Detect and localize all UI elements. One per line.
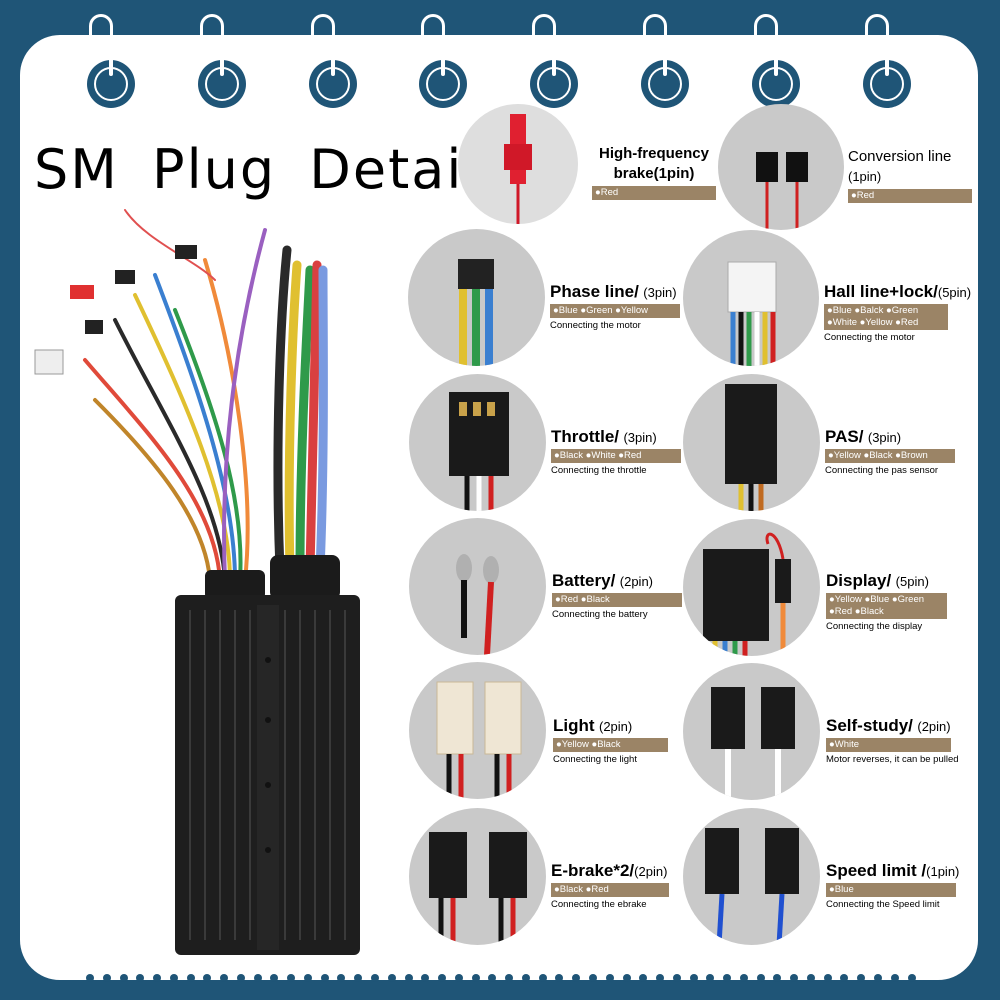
bottom-dots [86,974,916,982]
ring-knob [863,52,911,108]
plug-colors: ●Blue ●Balck ●Green ●White ●Yellow ●Red [824,304,948,330]
plug-name: PAS/ [825,427,864,446]
plug-pin: (3pin) [643,285,677,300]
plug-label-pas: PAS/ (3pin) ●Yellow ●Black ●Brown Connec… [825,427,955,476]
plug-image-conversion [718,104,844,230]
plug-pin: (1pin) [848,169,882,184]
plug-image-throttle [409,374,546,511]
plug-desc: Connecting the motor [550,320,641,331]
plug-colors: ●Red [848,189,972,203]
plug-desc: Connecting the display [826,621,923,632]
plug-pin: (5pin) [937,285,972,300]
ring-hook [532,14,556,39]
plug-label-ebrake: E-brake*2/(2pin) ●Black ●Red Connecting … [551,861,669,910]
plug-colors: ●Red [592,186,716,200]
plug-label-throttle: Throttle/ (3pin) ●Black ●White ●Red Conn… [551,427,681,476]
plug-desc: Connecting the light [553,754,637,765]
plug-desc: Connecting the Speed limit [826,899,940,910]
plug-pin: (5pin) [895,574,929,589]
ring-knob [530,52,578,108]
plug-colors: ●White [826,738,951,752]
ring-hook [200,14,224,39]
plug-desc: Motor reverses, it can be pulled [826,754,959,765]
plug-name: Hall line+lock/ [824,282,938,301]
plug-name: Battery/ [552,571,616,590]
plug-image-ebrake [409,808,546,945]
ring-knob [419,52,467,108]
plug-desc: Connecting the pas sensor [825,465,939,476]
plug-pin: (2pin) [917,719,951,734]
plug-colors: ●Yellow ●Black ●Brown [825,449,955,463]
plug-pin: (3pin) [623,430,657,445]
plug-image-light [409,662,546,799]
plug-name: Speed limit / [826,861,927,880]
plug-name: Self-study/ [826,716,913,735]
ring-knob [87,52,135,108]
plug-desc: Connecting the motor [824,332,915,343]
plug-label-display: Display/ (5pin) ●Yellow ●Blue ●Green ●Re… [826,571,956,632]
plug-image-phase [408,229,545,366]
plug-label-speed: Speed limit /(1pin) ●Blue Connecting the… [826,861,960,910]
ring-knob [198,52,246,108]
controller-image [34,209,360,955]
plug-label-light: Light (2pin) ●Yellow ●Black Connecting t… [553,716,668,765]
plug-colors: ●Black ●Red [551,883,669,897]
ring-hook [89,14,113,39]
plug-label-battery: Battery/ (2pin) ●Red ●Black Connecting t… [552,571,682,620]
plug-image-hall [683,230,819,366]
plug-colors: ●Black ●White ●Red [551,449,681,463]
ring-knob [641,52,689,108]
plug-desc: Connecting the throttle [551,465,647,476]
ring-knob [752,52,800,108]
plug-pin: (1pin) [653,165,695,182]
plug-image-selfstudy [683,663,820,800]
plug-label-selfstudy: Self-study/ (2pin) ●White Motor reverses… [826,716,959,765]
plug-name: Display/ [826,571,892,590]
ring-hook [643,14,667,39]
plug-pin: (2pin) [619,574,654,589]
plug-label-brake-hf: High-frequency brake(1pin) ●Red [592,144,716,200]
ring-hook [754,14,778,39]
plug-name: E-brake*2/ [551,861,635,880]
plug-desc: Connecting the battery [552,609,648,620]
plug-colors: ●Yellow ●Blue ●Green ●Red ●Black [826,593,947,619]
plug-pin: (2pin) [634,864,668,879]
plug-pin: (2pin) [599,719,633,734]
plug-name: Conversion line [848,148,952,165]
plug-colors: ●Red ●Black [552,593,682,607]
plug-image-battery [409,518,546,655]
ring-knob [309,52,357,108]
plug-label-hall: Hall line+lock/(5pin) ●Blue ●Balck ●Gree… [824,282,974,343]
plug-name: Light [553,716,595,735]
plug-image-display [683,519,820,656]
plug-colors: ●Yellow ●Black [553,738,668,752]
plug-colors: ●Blue [826,883,956,897]
plug-image-pas [683,374,820,511]
ring-hook [311,14,335,39]
plug-name: Phase line/ [550,282,639,301]
plug-colors: ●Blue ●Green ●Yellow [550,304,680,318]
ring-hook [865,14,889,39]
plug-image-brake-hf [458,104,578,224]
plug-label-phase: Phase line/ (3pin) ●Blue ●Green ●Yellow … [550,282,680,331]
ring-hook [421,14,445,39]
plug-image-speed [683,808,820,945]
plug-desc: Connecting the ebrake [551,899,647,910]
plug-pin: (3pin) [867,430,902,445]
page-title: SM Plug Detail [34,138,481,201]
plug-name: Throttle/ [551,427,619,446]
plug-pin: (1pin) [926,864,960,879]
plug-label-conversion: Conversion line (1pin) ●Red [848,147,972,203]
plug-name: High-frequency brake [598,145,709,182]
